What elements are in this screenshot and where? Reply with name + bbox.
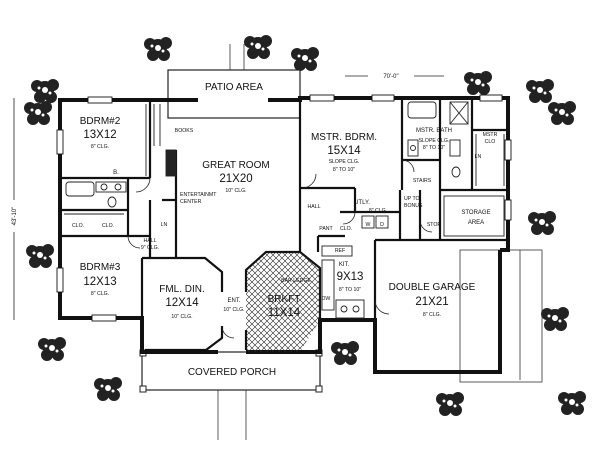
mstr-bdrm-name: MSTR. BDRM. [311,132,377,143]
linen-label: LN [475,154,482,160]
fml-din-size: 12X14 [165,297,199,309]
pantry-label: PANT [319,226,333,232]
dishwasher-label: DW [322,296,331,302]
fml-din-name: FML. DIN. [159,284,205,295]
utility-ceiling: 8" CLG. [369,208,387,214]
stor-label: STOR [427,222,442,228]
storage-area-label-1: STORAGE [461,210,490,216]
entry-label: ENT. [227,298,240,304]
garage-ceiling: 8" CLG. [423,312,441,318]
tree-icon [548,101,576,125]
door-swings [127,159,433,339]
vanity-icon [95,181,127,193]
utility-label: UTLY. [354,200,370,206]
kitchen-name: KIT. [339,262,350,268]
mstr-bath-ceiling-2: 8" TO 10" [423,145,445,151]
bdrm2-name: BDRM#2 [80,116,121,127]
mstr-bdrm-size: 15X14 [327,145,361,157]
bdrm2-size: 13X12 [83,129,116,141]
tree-icon [144,37,172,61]
bath2-label: B. [113,170,119,176]
mstr-bdrm-ceiling-1: SLOPE CLG. [329,159,360,165]
mstr-clo-label-1: MSTR [483,132,498,138]
refrigerator-label: REF [335,248,345,254]
hall-west-ceiling: 9" CLG. [141,245,159,251]
great-room-ceiling: 10" CLG. [225,188,246,194]
hall-west-label: HALL [144,238,157,244]
tree-icon [541,307,569,331]
bar-ledge-label: BAR LEDGE [281,278,311,284]
tree-icon [38,337,66,361]
tree-icon [526,79,554,103]
bdrm2-ceiling: 8" CLG. [91,144,109,150]
hall-linen-label: LN [161,222,168,228]
kitchen-size: 9X13 [337,271,364,283]
tree-icon [26,244,54,268]
walkways [217,44,521,440]
storage-area-label-2: AREA [468,220,484,226]
bdrm3-ceiling: 8" CLG. [91,291,109,297]
overall-width-dimension: 70'-0" [383,74,398,80]
overall-depth-dimension: 43'-10" [12,207,18,226]
tree-icon [558,391,586,415]
clo-entry-label: CLO. [340,226,352,232]
kitchen-ceiling: 8" TO 10" [339,287,361,293]
hall-east-label: HALL [308,204,321,210]
tree-icon [244,35,272,59]
books-label: BOOKS [175,128,194,134]
bathtub-icon [407,101,437,119]
garage-name: DOUBLE GARAGE [389,282,476,293]
tree-icon [331,341,359,365]
dryer-label: D [380,222,384,228]
tree-icon [464,71,492,95]
mstr-bath-ceiling-1: SLOPE CLG. [419,138,450,144]
brkft-name: BRKFT [268,294,301,305]
entertainment-label-2: CENTER [180,199,202,205]
covered-porch-label: COVERED PORCH [188,367,276,378]
tree-icon [94,377,122,401]
washer-label: W [366,222,371,228]
garage-size: 21X21 [415,296,448,308]
stairs-label: STAIRS [413,178,432,184]
tree-icon [436,392,464,416]
bathtub-icon [65,181,95,197]
mstr-bath-name: MSTR. BATH [416,128,452,134]
great-room-size: 21X20 [219,173,252,185]
patio-label: PATIO AREA [205,82,263,93]
toilet-icon [451,166,461,178]
room-labels: PATIO AREA BDRM#2 13X12 8" CLG. BOOKS GR… [72,82,498,378]
clo-bdrm3-label: CLO. [102,223,114,229]
fixtures [64,101,505,319]
brkft-size: 11X14 [268,307,301,319]
mstr-bdrm-ceiling-2: 8" TO 10" [333,167,355,173]
great-room-name: GREAT ROOM [202,160,269,171]
shower-icon [449,101,469,125]
patio-area [167,69,301,119]
entry-ceiling: 10" CLG. [223,307,244,313]
toilet-icon [107,196,117,208]
tree-icon [291,47,319,71]
covered-porch [141,351,321,391]
up-to-bonus-2: BONUS [404,203,423,209]
clo-bdrm2-label: CLO. [72,223,84,229]
breakfast-tile-floor [246,252,320,352]
fml-din-ceiling: 10" CLG. [171,314,192,320]
mstr-clo-label-2: CLO [485,139,496,145]
entertainment-label-1: ENTERTAINMT [180,192,217,198]
tree-icon [24,101,52,125]
windows [56,94,512,322]
tree-icon [528,211,556,235]
bdrm3-name: BDRM#3 [80,262,121,273]
up-to-bonus-1: UP TO [404,196,420,202]
tree-icon [31,79,59,103]
dimension-lines [13,75,444,320]
bdrm3-size: 12X13 [83,276,116,288]
